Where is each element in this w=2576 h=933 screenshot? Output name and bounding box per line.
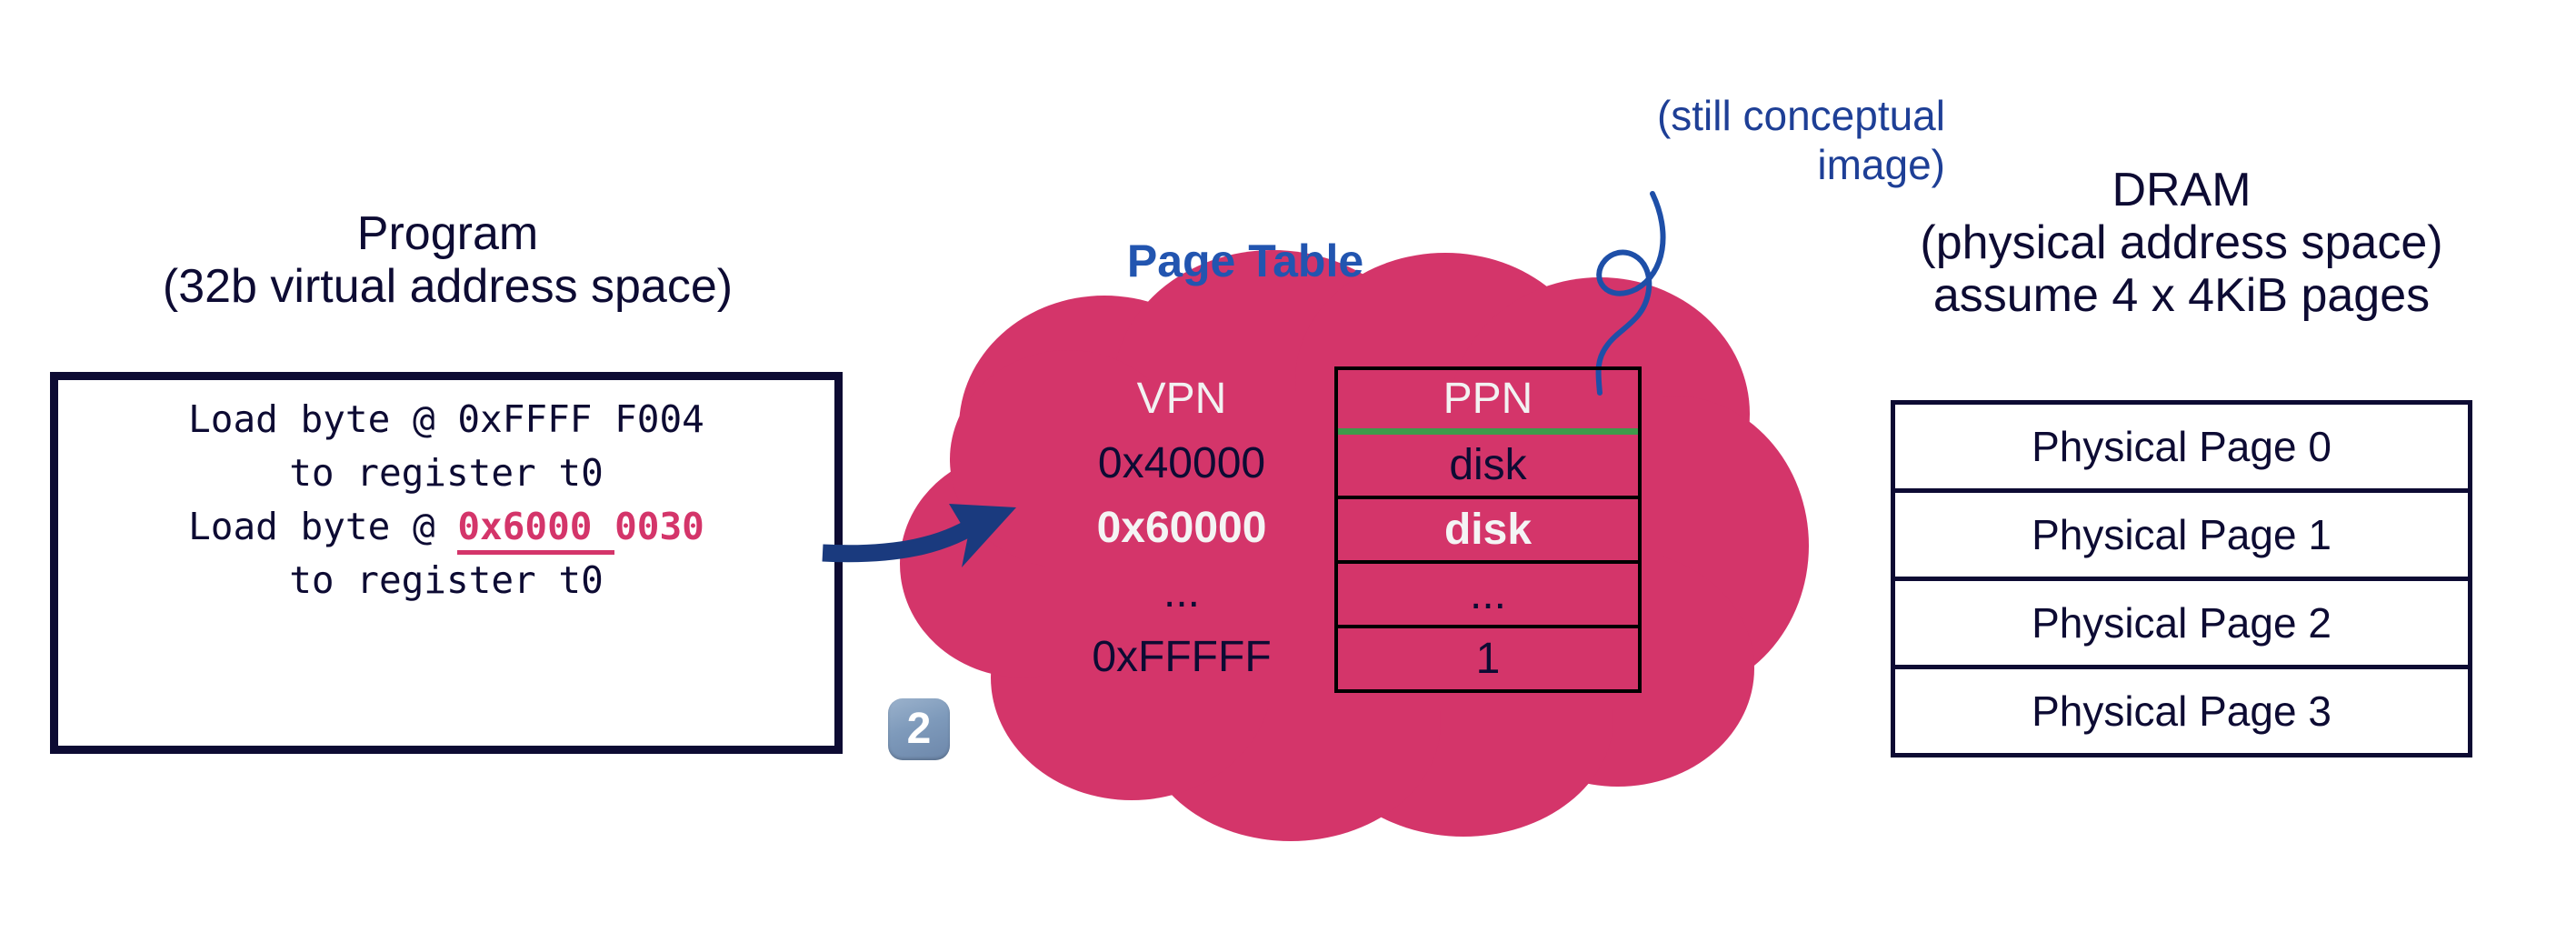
vpn-cell-0: 0x40000 xyxy=(1097,438,1266,487)
program-code-line-4: to register t0 xyxy=(289,558,604,603)
program-code-line-1: Load byte @ 0xFFFF F004 xyxy=(188,397,704,441)
physical-page-row-1: Physical Page 1 xyxy=(1895,493,2468,581)
physical-page-row-3: Physical Page 3 xyxy=(1895,669,2468,757)
program-code-block: Load byte @ 0xFFFF F004 to register t0 L… xyxy=(50,393,843,607)
vpn-cell-3: 0xFFFFF xyxy=(1092,632,1272,681)
ppn-cell-0: disk xyxy=(1338,435,1638,499)
ppn-cell-2: ... xyxy=(1338,564,1638,628)
ppn-column-header: PPN xyxy=(1338,370,1638,435)
program-code-line-2: to register t0 xyxy=(289,451,604,496)
program-code-line-3-prefix: Load byte @ xyxy=(188,505,458,549)
vpn-cell-2: ... xyxy=(1163,567,1200,617)
physical-page-row-2: Physical Page 2 xyxy=(1895,581,2468,669)
page-table-heading: Page Table xyxy=(1126,236,1364,286)
dram-heading: DRAM (physical address space) assume 4 x… xyxy=(1920,164,2443,323)
program-code-line-3: Load byte @ 0x6000 0030 xyxy=(50,500,843,556)
vpn-column: VPN 0x40000 0x60000 ... 0xFFFFF xyxy=(1036,366,1327,689)
highlighted-vpn-part: 0x6000 xyxy=(457,505,615,556)
conceptual-image-note: (still conceptual image) xyxy=(1656,92,1945,189)
physical-page-row-0: Physical Page 0 xyxy=(1895,405,2468,493)
ppn-cell-1: disk xyxy=(1338,499,1638,564)
page-title-program: Program (32b virtual address space) xyxy=(162,207,734,314)
ppn-cell-3: 1 xyxy=(1338,628,1638,693)
program-box xyxy=(50,372,843,754)
vpn-column-header: VPN xyxy=(1136,374,1227,423)
dram-physical-pages-table: Physical Page 0 Physical Page 1 Physical… xyxy=(1891,400,2472,757)
ppn-table: PPN disk disk ... 1 xyxy=(1334,366,1642,693)
vpn-cell-1: 0x60000 xyxy=(1096,503,1267,552)
highlighted-virtual-address: 0x6000 0030 xyxy=(457,505,704,556)
highlighted-offset-part: 0030 xyxy=(614,505,704,549)
step-badge-2: 2 xyxy=(888,698,950,760)
